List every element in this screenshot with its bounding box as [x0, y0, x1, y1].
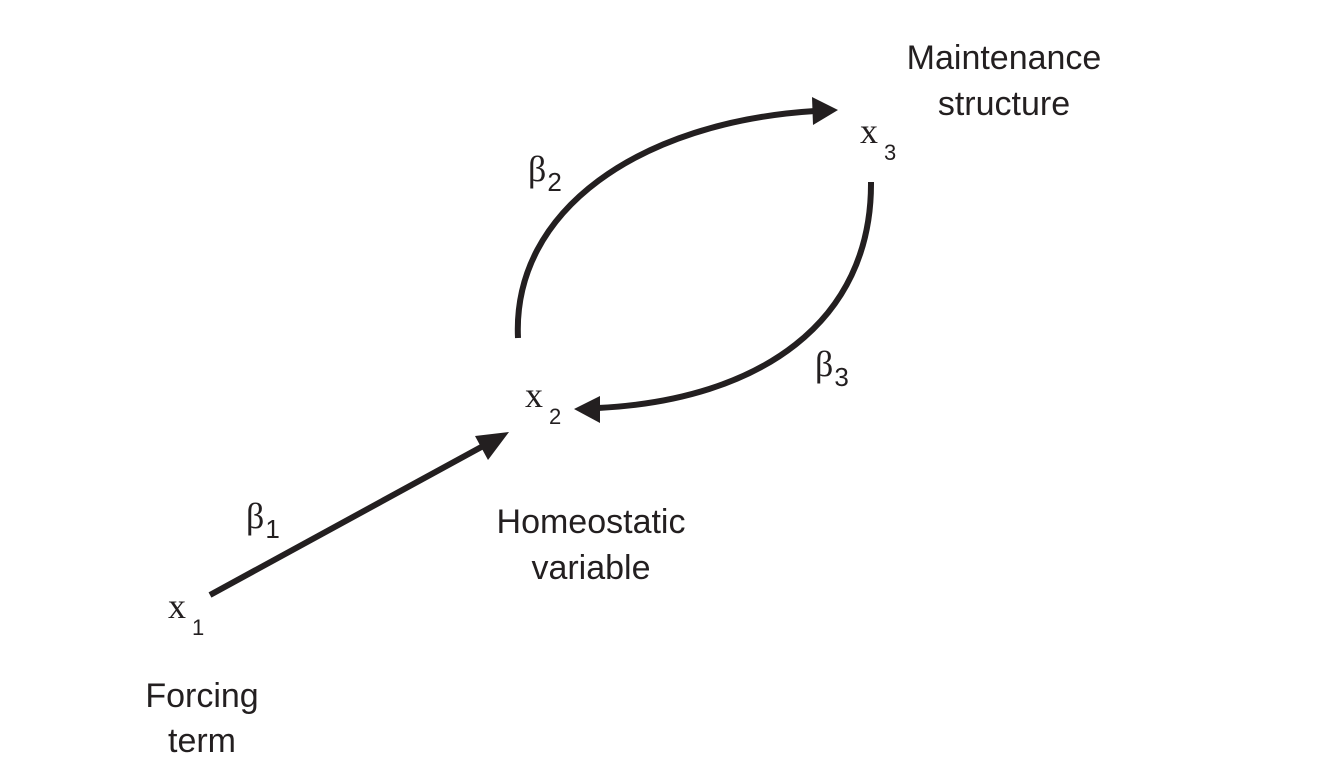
- node-x1-symbol-text: x1: [168, 586, 204, 640]
- node-x1-caption-line1: Forcing: [145, 677, 258, 715]
- edge-beta1-line: [208, 442, 487, 598]
- beta1-symbol: β: [246, 496, 264, 536]
- edge-beta1-arrowhead: [475, 432, 509, 460]
- node-x2-subscript: 2: [549, 404, 561, 429]
- node-x3-symbol-text: x3: [860, 111, 896, 165]
- node-x1-subscript: 1: [192, 615, 204, 640]
- node-x3-caption-line1: Maintenance: [907, 39, 1102, 77]
- edge-beta2-curve: [514, 108, 816, 339]
- edge-beta3: [574, 181, 875, 423]
- node-x2-caption-line1: Homeostatic: [497, 503, 686, 541]
- edge-label-beta3: β3: [815, 344, 849, 392]
- edge-beta3-arrowhead: [574, 396, 600, 423]
- beta3-symbol: β: [815, 344, 833, 384]
- node-x3-caption-line2: structure: [938, 85, 1070, 123]
- edge-label-beta1: β1: [246, 496, 280, 544]
- node-x2: x2 Homeostatic variable: [497, 375, 686, 587]
- node-x1: x1 Forcing term: [145, 586, 258, 760]
- node-x3: x3 Maintenance structure: [860, 39, 1101, 165]
- beta2-subscript: 2: [547, 167, 561, 197]
- node-x3-symbol: x: [860, 111, 878, 151]
- edge-beta2-arrowhead: [812, 97, 838, 125]
- edge-beta2: [514, 97, 838, 339]
- node-x3-subscript: 3: [884, 140, 896, 165]
- beta2-symbol: β: [528, 149, 546, 189]
- node-x1-symbol: x: [168, 586, 186, 626]
- beta1-subscript: 1: [265, 514, 279, 544]
- node-x2-symbol-text: x2: [525, 375, 561, 429]
- node-x2-caption-line2: variable: [531, 549, 650, 587]
- node-x1-caption-line2: term: [168, 722, 236, 760]
- beta3-subscript: 3: [834, 362, 848, 392]
- edge-beta3-curve: [597, 181, 875, 411]
- edge-beta1: [208, 432, 509, 598]
- edge-label-beta2: β2: [528, 149, 562, 197]
- node-x2-symbol: x: [525, 375, 543, 415]
